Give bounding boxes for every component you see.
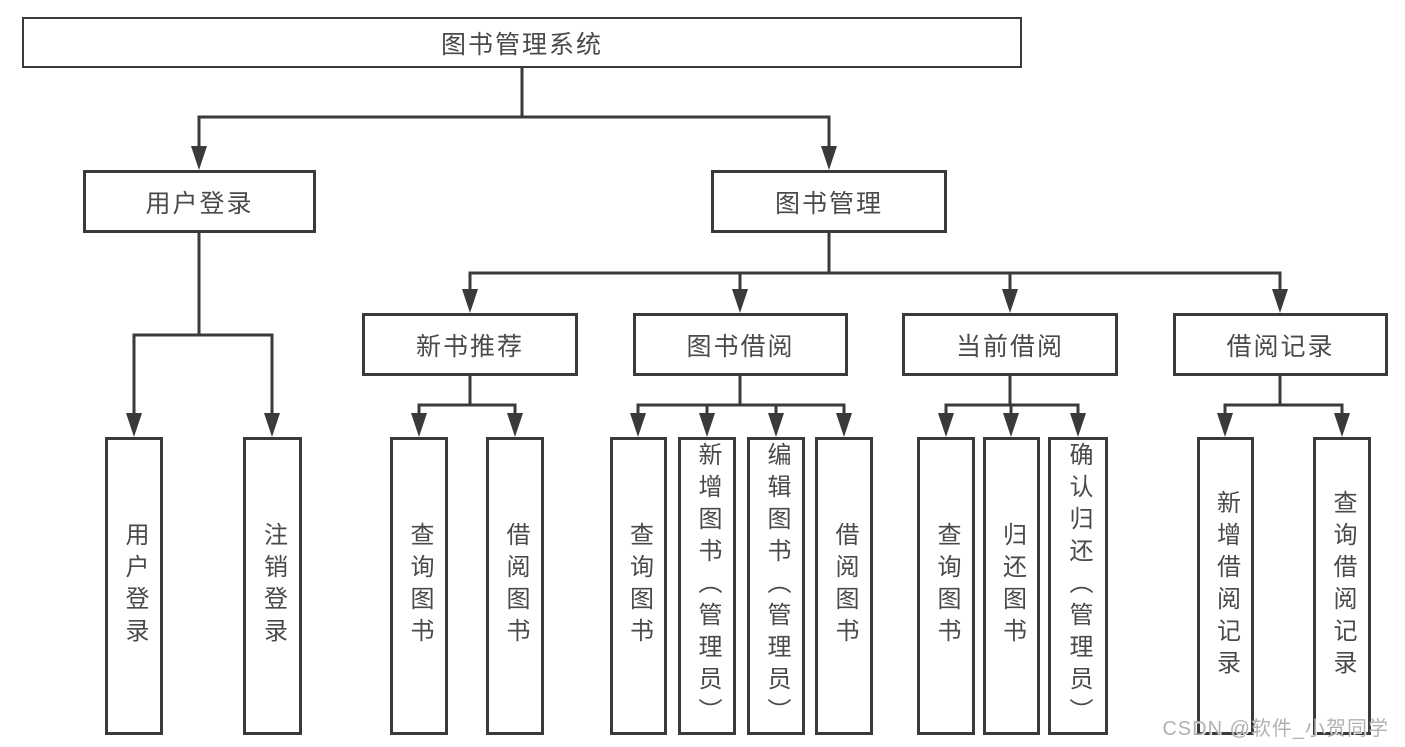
node-current-borrowing: 当前借阅 <box>902 313 1118 376</box>
leaf-return-books: 归还图书 <box>983 437 1040 735</box>
node-label: 图书管理 <box>774 189 883 218</box>
arrowhead <box>732 289 748 313</box>
node-book-borrowing: 图书借阅 <box>633 313 848 376</box>
connector-current-to-leaves <box>944 376 1080 418</box>
leaf-add-books-admin: 新增图书（管理员） <box>678 437 736 735</box>
connector-userlogin-to-leaves <box>132 233 274 416</box>
leaf-query-books-borrow: 查询图书 <box>610 437 667 735</box>
arrowhead <box>1070 413 1086 437</box>
arrowhead <box>821 146 837 170</box>
node-label: 查询图书 <box>406 522 433 650</box>
connector-newbook-to-leaves <box>417 376 517 418</box>
node-book-management: 图书管理 <box>711 170 947 233</box>
node-borrowing-records: 借阅记录 <box>1173 313 1388 376</box>
connector-borrow-to-leaves <box>636 376 846 418</box>
arrowhead <box>1217 413 1233 437</box>
node-label: 用户登录 <box>145 189 254 218</box>
node-label: 编辑图书（管理员） <box>763 442 790 730</box>
leaf-user-login: 用户登录 <box>105 437 163 735</box>
node-new-book-recommend: 新书推荐 <box>362 313 578 376</box>
leaf-add-borrow-record: 新增借阅记录 <box>1197 437 1254 735</box>
node-label: 借阅记录 <box>1226 332 1335 361</box>
arrowhead <box>699 413 715 437</box>
node-user-login: 用户登录 <box>83 170 316 233</box>
connector-records-to-leaves <box>1223 376 1344 418</box>
node-label: 图书管理系统 <box>440 30 603 59</box>
node-label: 归还图书 <box>998 522 1026 650</box>
arrowhead <box>1002 289 1018 313</box>
arrowhead <box>630 413 646 437</box>
node-label: 查询图书 <box>933 522 960 650</box>
connector-root-to-level2 <box>197 68 831 150</box>
arrowhead <box>1334 413 1350 437</box>
node-label: 查询图书 <box>625 522 653 650</box>
node-label: 借阅图书 <box>502 522 529 650</box>
leaf-query-books-current: 查询图书 <box>917 437 975 735</box>
arrowhead <box>411 413 427 437</box>
arrowhead <box>768 413 784 437</box>
node-label: 注销登录 <box>259 522 287 650</box>
node-label: 用户登录 <box>121 522 148 650</box>
node-label: 借阅图书 <box>831 522 858 650</box>
node-library-system: 图书管理系统 <box>22 17 1022 68</box>
arrowhead <box>462 289 478 313</box>
arrowhead <box>126 413 142 437</box>
arrowhead <box>1003 413 1019 437</box>
leaf-borrow-books: 借阅图书 <box>815 437 873 735</box>
arrowhead <box>836 413 852 437</box>
node-label: 新增借阅记录 <box>1212 490 1240 682</box>
arrowheads <box>126 146 1350 437</box>
node-label: 图书借阅 <box>686 332 795 361</box>
node-label: 新增图书（管理员） <box>694 442 721 730</box>
leaf-query-borrow-record: 查询借阅记录 <box>1313 437 1371 735</box>
node-label: 查询借阅记录 <box>1329 490 1356 682</box>
node-label: 当前借阅 <box>955 332 1064 361</box>
arrowhead <box>507 413 523 437</box>
node-label: 确认归还（管理员） <box>1065 442 1092 730</box>
arrowhead <box>191 146 207 170</box>
connector-bookmgmt-to-level3 <box>468 233 1282 292</box>
leaf-confirm-return-admin: 确认归还（管理员） <box>1048 437 1108 735</box>
leaf-edit-books-admin: 编辑图书（管理员） <box>747 437 805 735</box>
leaf-logout: 注销登录 <box>243 437 302 735</box>
node-label: 新书推荐 <box>415 332 524 361</box>
leaf-borrow-books-recommend: 借阅图书 <box>486 437 544 735</box>
arrowhead <box>1272 289 1288 313</box>
arrowhead <box>938 413 954 437</box>
leaf-query-books-recommend: 查询图书 <box>390 437 448 735</box>
arrowhead <box>264 413 280 437</box>
